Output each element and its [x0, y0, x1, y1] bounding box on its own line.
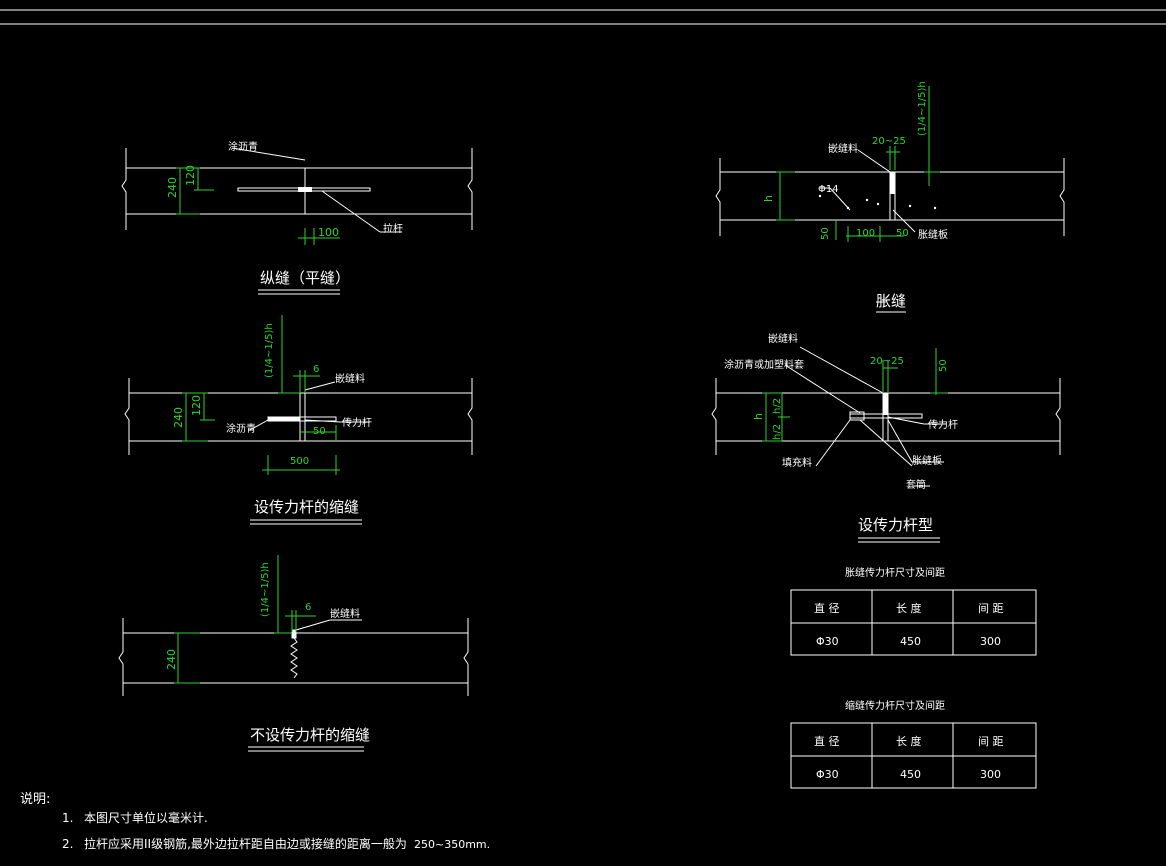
diagram-longitudinal-joint: 240 120 100 涂沥青 拉杆 纵缝（平缝）	[121, 140, 473, 295]
dim-240: 240	[166, 177, 179, 198]
dim-6: 6	[313, 364, 319, 375]
title-expansion-joint: 胀缝	[876, 292, 906, 310]
table-cell: 300	[980, 768, 1001, 781]
notes-heading: 说明:	[20, 792, 50, 807]
note-number: 2.	[62, 837, 73, 851]
dim-120: 120	[184, 165, 197, 186]
table-cell: Φ30	[816, 635, 839, 648]
table-caption: 胀缝传力杆尺寸及间距	[845, 566, 945, 579]
dim-20-25: 20~25	[870, 356, 904, 367]
label-sealant: 嵌缝料	[828, 142, 858, 155]
label-asphalt: 涂沥青	[226, 422, 256, 435]
table-contraction-dowel: 缩缝传力杆尺寸及间距 直 径 长 度 间 距 Φ30 450 300	[790, 699, 1037, 789]
notes: 说明: 1. 本图尺寸单位以毫米计. 2. 拉杆应采用II级钢筋,最外边拉杆距自…	[20, 792, 490, 851]
diagram-expansion-joint: 嵌缝料 20~25 (1/4~1/5)h Φ14 h 50 100 50 胀缝板…	[715, 81, 1065, 313]
dim-h2: h/2	[772, 398, 783, 414]
dim-h2b: h/2	[772, 424, 783, 440]
diagram-contraction-joint-dowel: (1/4~1/5)h 6 240 120 50 500 嵌缝料 涂沥青 传力杆 …	[124, 315, 473, 525]
diagram-dowel-type: 嵌缝料 涂沥青或加塑料套 20~25 50 h h/2 h/2 传力杆 填充料 …	[711, 332, 1061, 543]
dim-h: h	[762, 195, 775, 202]
table-header: 间 距	[978, 602, 1004, 615]
note-number: 1.	[62, 811, 73, 825]
label-sealant: 嵌缝料	[768, 332, 798, 345]
title-contraction-joint-dowel: 设传力杆的缩缝	[254, 498, 359, 516]
table-expansion-dowel: 胀缝传力杆尺寸及间距 直 径 长 度 间 距 Φ30 450 300	[790, 566, 1037, 656]
dim-500: 500	[290, 456, 309, 467]
label-sealant: 嵌缝料	[335, 372, 365, 385]
table-header: 间 距	[978, 735, 1004, 748]
dim-depth: (1/4~1/5)h	[260, 562, 271, 617]
dim-50b: 50	[896, 228, 909, 239]
table-header: 长 度	[896, 734, 922, 748]
dim-120: 120	[190, 395, 203, 416]
label-asphalt-sleeve: 涂沥青或加塑料套	[724, 358, 804, 371]
table-cell: 300	[980, 635, 1001, 648]
title-contraction-joint-plain: 不设传力杆的缩缝	[250, 726, 370, 744]
dim-100: 100	[856, 228, 875, 239]
label-board: 胀缝板	[912, 454, 942, 467]
table-header: 直 径	[814, 734, 840, 748]
dim-50: 50	[938, 359, 949, 372]
label-tie-bar: 拉杆	[383, 222, 403, 235]
label-sleeve: 套筒	[906, 478, 926, 491]
label-asphalt: 涂沥青	[228, 140, 258, 153]
dim-240: 240	[172, 407, 185, 428]
dim-6: 6	[305, 602, 311, 613]
diagram-contraction-joint-plain: (1/4~1/5)h 6 240 嵌缝料 不设传力杆的缩缝	[118, 555, 469, 752]
dim-50: 50	[313, 426, 326, 437]
table-cell: Φ30	[816, 768, 839, 781]
table-cell: 450	[900, 768, 921, 781]
title-longitudinal-joint: 纵缝（平缝）	[260, 269, 350, 287]
dim-20-25: 20~25	[872, 136, 906, 147]
label-dowel: 传力杆	[928, 418, 958, 431]
dim-depth: (1/4~1/5)h	[917, 81, 928, 136]
note-extra: 250~350mm.	[414, 838, 490, 851]
dim-240: 240	[165, 649, 178, 670]
table-header: 直 径	[814, 601, 840, 615]
title-dowel-type: 设传力杆型	[858, 516, 933, 534]
table-caption: 缩缝传力杆尺寸及间距	[845, 699, 945, 712]
table-cell: 450	[900, 635, 921, 648]
label-sealant: 嵌缝料	[330, 607, 360, 620]
label-filler: 填充料	[782, 456, 812, 469]
label-phi14: Φ14	[818, 184, 839, 195]
dim-h: h	[752, 413, 765, 420]
label-board: 胀缝板	[918, 228, 948, 241]
label-dowel: 传力杆	[342, 416, 372, 429]
dim-depth: (1/4~1/5)h	[264, 323, 275, 378]
dim-50: 50	[820, 227, 831, 240]
note-text: 本图尺寸单位以毫米计.	[84, 810, 208, 825]
table-header: 长 度	[896, 601, 922, 615]
note-text: 拉杆应采用II级钢筋,最外边拉杆距自由边或接缝的距离一般为	[84, 836, 407, 851]
dim-100: 100	[318, 226, 339, 239]
